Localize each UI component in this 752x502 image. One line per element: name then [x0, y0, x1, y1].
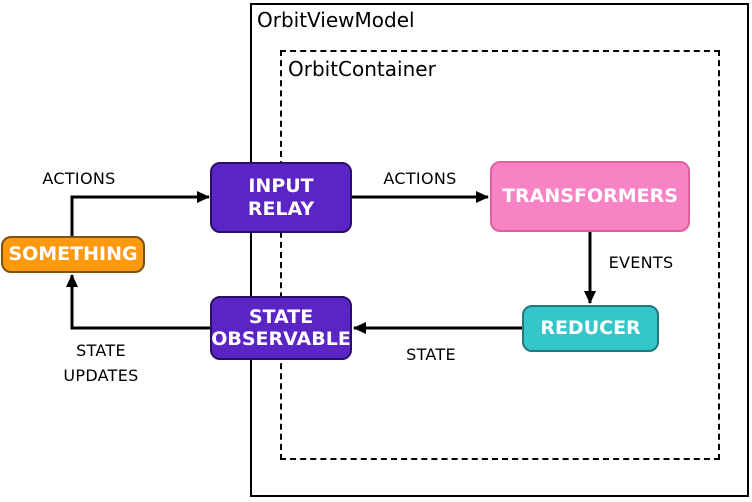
edge-label-actions-left: ACTIONS — [42, 169, 116, 188]
edge-label-actions-mid: ACTIONS — [383, 169, 457, 188]
edge-label-events: EVENTS — [608, 253, 674, 272]
orbitviewmodel-label: OrbitViewModel — [257, 8, 415, 32]
edge-something-to-input-relay-arrow — [70, 191, 210, 236]
transformers-node: TRANSFORMERS — [490, 161, 690, 232]
edge-label-state: STATE — [406, 345, 456, 364]
orbitviewmodel-container-box — [250, 3, 749, 497]
input-relay-node: INPUT RELAY — [210, 162, 352, 233]
orbitcontainer-dashed-box — [280, 50, 720, 460]
edge-label-state-updates: STATE UPDATES — [63, 341, 139, 385]
something-node: SOMETHING — [1, 236, 145, 273]
state-observable-node: STATE OBSERVABLE — [210, 296, 352, 360]
reducer-node: REDUCER — [522, 305, 659, 352]
edge-state-observable-to-something-arrow — [66, 274, 210, 330]
orbitcontainer-label: OrbitContainer — [288, 57, 436, 81]
